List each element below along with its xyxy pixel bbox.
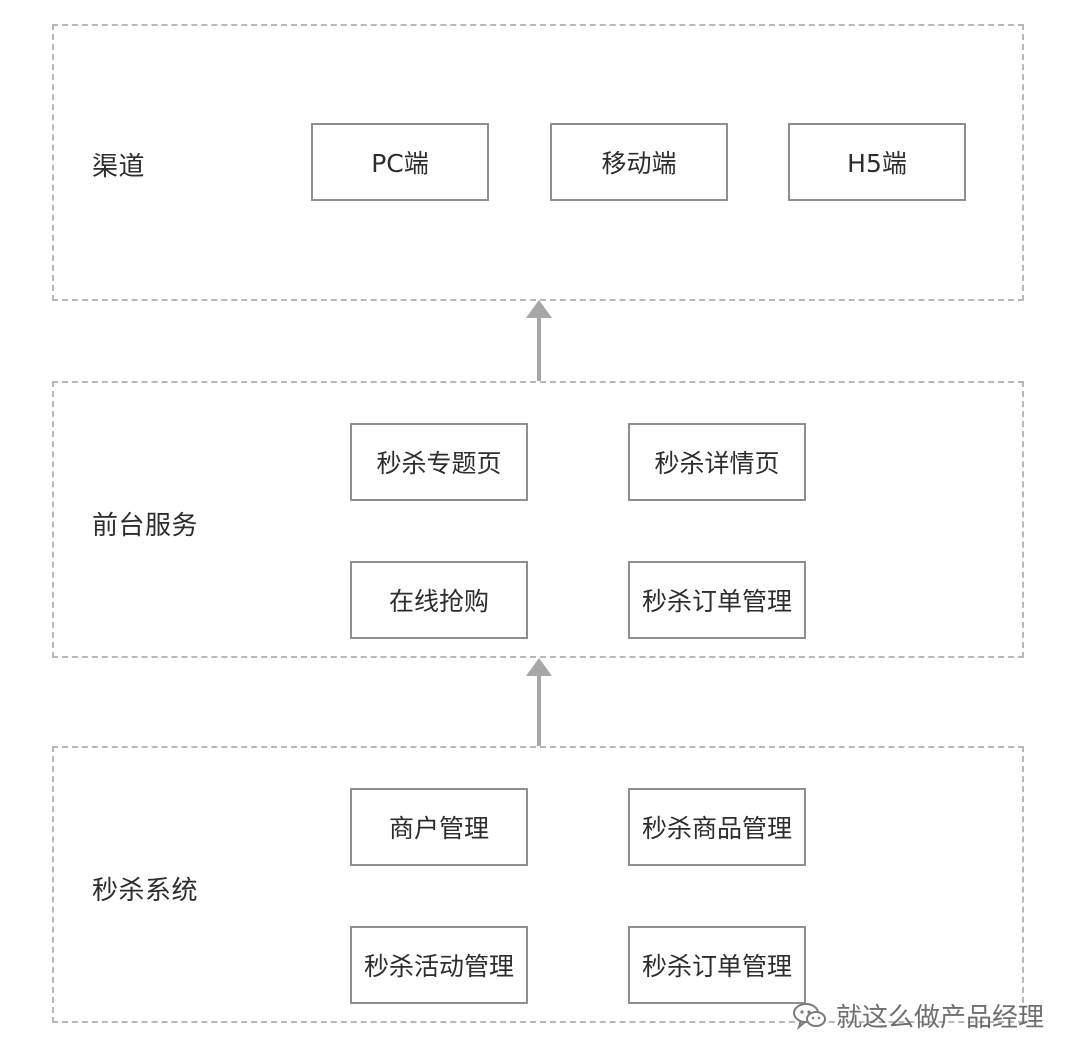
flash-sale-activity-management-node: 秒杀活动管理 bbox=[350, 926, 528, 1004]
upward-arrow-frontend bbox=[526, 658, 552, 748]
pc-node: PC端 bbox=[311, 123, 489, 201]
flash-sale-system-layer-label: 秒杀系统 bbox=[92, 876, 199, 906]
mobile-node: 移动端 bbox=[550, 123, 728, 201]
frontend-service-layer-label: 前台服务 bbox=[92, 511, 199, 541]
flash-sale-topic-page-node: 秒杀专题页 bbox=[350, 423, 528, 501]
online-purchase-node: 在线抢购 bbox=[350, 561, 528, 639]
flash-sale-system-layer: 秒杀系统 商户管理 秒杀商品管理 秒杀活动管理 秒杀订单管理 bbox=[52, 746, 1024, 1023]
channel-layer-label: 渠道 bbox=[92, 152, 146, 182]
upward-arrow-channel bbox=[526, 300, 552, 384]
frontend-service-layer: 前台服务 秒杀专题页 秒杀详情页 在线抢购 秒杀订单管理 bbox=[52, 381, 1024, 658]
flash-sale-detail-page-node: 秒杀详情页 bbox=[628, 423, 806, 501]
watermark: 就这么做产品经理 bbox=[792, 997, 1044, 1034]
flash-sale-product-management-node: 秒杀商品管理 bbox=[628, 788, 806, 866]
h5-node: H5端 bbox=[788, 123, 966, 201]
channel-layer: 渠道 PC端 移动端 H5端 bbox=[52, 24, 1024, 301]
flash-sale-order-management-system-node: 秒杀订单管理 bbox=[628, 926, 806, 1004]
merchant-management-node: 商户管理 bbox=[350, 788, 528, 866]
flash-sale-order-management-node: 秒杀订单管理 bbox=[628, 561, 806, 639]
wechat-icon bbox=[792, 1002, 826, 1030]
watermark-text: 就这么做产品经理 bbox=[835, 1003, 1044, 1033]
